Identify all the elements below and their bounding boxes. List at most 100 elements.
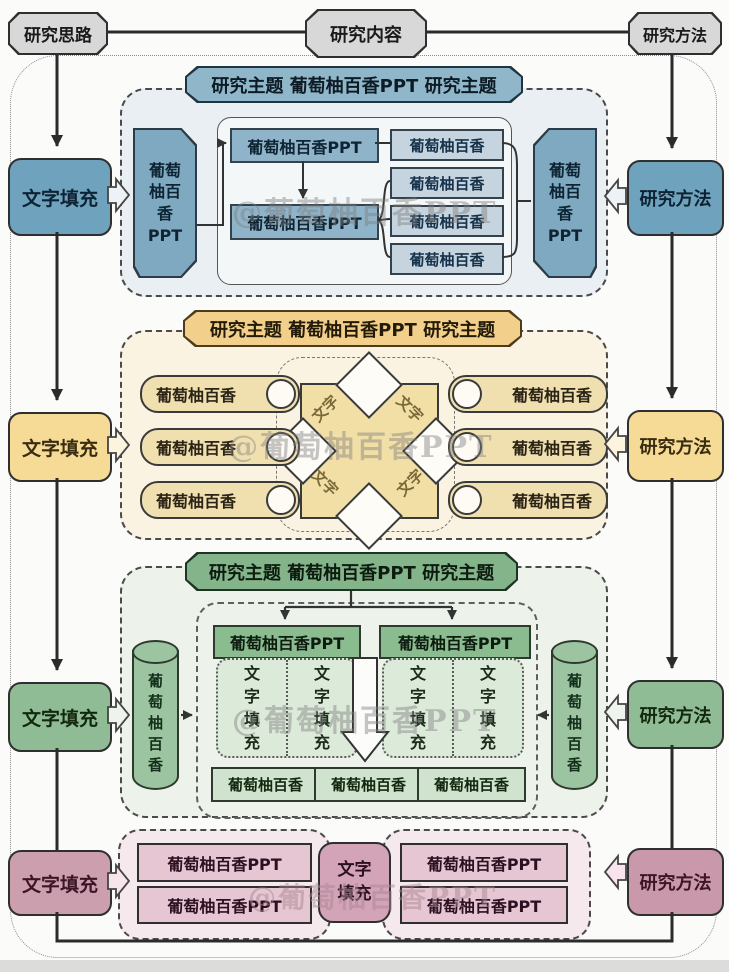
shape-fill	[535, 130, 595, 276]
blue-flow-box-sub-3: 葡萄柚百香	[390, 205, 504, 237]
plaque-fill	[307, 11, 425, 56]
plaque-fill	[10, 14, 106, 53]
watermark: @葡萄柚百香PPT	[248, 881, 497, 914]
watermark: @葡萄柚百香PPT	[232, 704, 498, 739]
green-bottom-box-2: 葡萄柚百香	[314, 767, 423, 802]
node-label: 文字填充	[21, 187, 98, 210]
blue-tall-box-right: 葡萄 柚百 香 PPT	[533, 128, 597, 278]
section-title-label: 研究主题 葡萄柚百香PPT 研究主题	[209, 319, 496, 341]
green-header-box-left: 葡萄柚百香PPT	[213, 625, 361, 659]
blue-tall-box-left: 葡萄 柚百 香 PPT	[133, 128, 197, 278]
pill-ring-icon	[452, 485, 482, 515]
pink-center-text-fill: 文字 填充	[318, 842, 391, 923]
flow-box-label: 葡萄柚百香PPT	[247, 137, 362, 157]
pill-ring-icon	[266, 485, 296, 515]
cylinder-body	[132, 650, 179, 790]
textfill-column: 文 字 填 充	[452, 660, 522, 756]
watermark: @葡萄柚百香PPT	[232, 196, 498, 231]
watermark: @葡萄柚百香PPT	[228, 430, 494, 465]
left-node-text-fill-blue: 文字填充	[8, 158, 112, 236]
right-node-method-blue: 研究方法	[627, 160, 724, 236]
textfill-column: 文 字 填 充	[409, 663, 426, 753]
left-node-text-fill-green: 文字填充	[8, 682, 112, 752]
section-title-label: 研究主题 葡萄柚百香PPT 研究主题	[208, 562, 495, 584]
right-node-method-pink: 研究方法	[627, 848, 724, 916]
node-label: 研究方法	[639, 437, 712, 458]
yellow-pill-right-2: 葡萄柚百香	[448, 428, 608, 466]
shape-fill	[135, 130, 195, 276]
top-node-label: 研究内容	[330, 24, 402, 46]
plaque-fill	[185, 312, 520, 345]
top-node-research-idea: 研究思路	[8, 12, 108, 55]
section-blue-title: 研究主题 葡萄柚百香PPT 研究主题	[185, 66, 523, 103]
flow-box-label: 葡萄柚百香	[409, 212, 485, 231]
bottom-box-label: 葡萄柚百香	[433, 776, 509, 794]
green-cylinder-right: 葡 萄 柚 百 香	[551, 640, 598, 790]
yellow-pill-left-3: 葡萄柚百香	[140, 481, 300, 519]
node-label: 研究方法	[639, 873, 712, 894]
pill-label: 葡萄柚百香	[511, 386, 592, 405]
node-label: 文字填充	[21, 437, 98, 460]
section-yellow-title: 研究主题 葡萄柚百香PPT 研究主题	[183, 310, 522, 347]
pill-label: 葡萄柚百香	[511, 492, 592, 511]
green-cylinder-left: 葡 萄 柚 百 香	[132, 640, 179, 790]
green-header-box-right: 葡萄柚百香PPT	[379, 625, 531, 659]
yellow-pill-right-3: 葡萄柚百香	[448, 481, 608, 519]
blue-flow-box-sub-1: 葡萄柚百香	[390, 129, 504, 161]
flow-box-label: 葡萄柚百香	[409, 250, 485, 269]
pink-box-label: 葡萄柚百香PPT	[167, 854, 282, 874]
flow-box-label: 葡萄柚百香PPT	[247, 214, 362, 233]
textfill-column: 文 字 填 充	[243, 663, 260, 753]
blue-flow-box-main-1: 葡萄柚百香PPT	[230, 128, 379, 163]
cylinder-label: 葡 萄 柚 百 香	[147, 671, 163, 774]
right-node-method-green: 研究方法	[627, 680, 724, 749]
bottom-box-label: 葡萄柚百香	[227, 776, 303, 794]
yellow-pill-left-2: 葡萄柚百香	[140, 428, 300, 466]
pill-label: 葡萄柚百香	[156, 492, 237, 511]
node-label: 文字填充	[21, 707, 98, 730]
left-node-text-fill-yellow: 文字填充	[8, 412, 112, 482]
cylinder-label: 葡 萄 柚 百 香	[566, 671, 582, 774]
pill-ring-icon	[452, 432, 482, 462]
cylinder-top	[551, 640, 598, 664]
top-node-research-content: 研究内容	[305, 9, 427, 58]
pink-box-label: 葡萄柚百香PPT	[426, 897, 542, 916]
tall-box-label: 葡萄 柚百 香 PPT	[147, 160, 183, 245]
textfill-column: 文 字 填 充	[286, 660, 356, 756]
node-label: 研究方法	[639, 189, 712, 210]
green-textfill-panel-left: 文 字 填 充 文 字 填 充	[216, 658, 358, 758]
page-bottom-edge	[0, 960, 729, 972]
node-label: 文字填充	[21, 873, 98, 896]
pill-ring-icon	[452, 379, 482, 409]
top-node-research-method: 研究方法	[628, 12, 722, 55]
pill-label: 葡萄柚百香	[511, 439, 592, 458]
blue-flow-box-sub-4: 葡萄柚百香	[390, 243, 504, 275]
cylinder-body	[551, 650, 598, 790]
green-textfill-panel-right: 文 字 填 充 文 字 填 充	[382, 658, 524, 758]
green-bottom-box-3: 葡萄柚百香	[417, 767, 526, 802]
plaque-fill	[630, 14, 720, 53]
right-node-method-yellow: 研究方法	[627, 410, 724, 482]
cylinder-top	[132, 640, 179, 664]
yellow-pill-right-1: 葡萄柚百香	[448, 375, 608, 413]
blue-flow-box-sub-2: 葡萄柚百香	[390, 167, 504, 199]
header-box-label: 葡萄柚百香PPT	[229, 634, 345, 653]
pink-box-label: 葡萄柚百香PPT	[167, 897, 282, 916]
header-box-label: 葡萄柚百香PPT	[397, 634, 513, 653]
section-title-label: 研究主题 葡萄柚百香PPT 研究主题	[211, 75, 497, 97]
pill-ring-icon	[266, 379, 296, 409]
left-node-text-fill-pink: 文字填充	[8, 850, 112, 916]
flow-box-label: 葡萄柚百香	[409, 136, 485, 155]
pill-ring-icon	[266, 432, 296, 462]
green-bottom-box-1: 葡萄柚百香	[211, 767, 320, 802]
section-green-title: 研究主题 葡萄柚百香PPT 研究主题	[185, 552, 518, 591]
pink-box-right-1: 葡萄柚百香PPT	[400, 843, 568, 882]
blue-flow-box-main-2: 葡萄柚百香PPT	[230, 204, 379, 240]
bottom-box-label: 葡萄柚百香	[330, 776, 406, 794]
pink-box-left-1: 葡萄柚百香PPT	[137, 843, 312, 882]
plaque-fill	[187, 554, 516, 589]
top-node-label: 研究方法	[642, 25, 707, 45]
pill-label: 葡萄柚百香	[156, 439, 237, 458]
yellow-pill-left-1: 葡萄柚百香	[140, 375, 300, 413]
top-node-label: 研究思路	[24, 26, 92, 46]
